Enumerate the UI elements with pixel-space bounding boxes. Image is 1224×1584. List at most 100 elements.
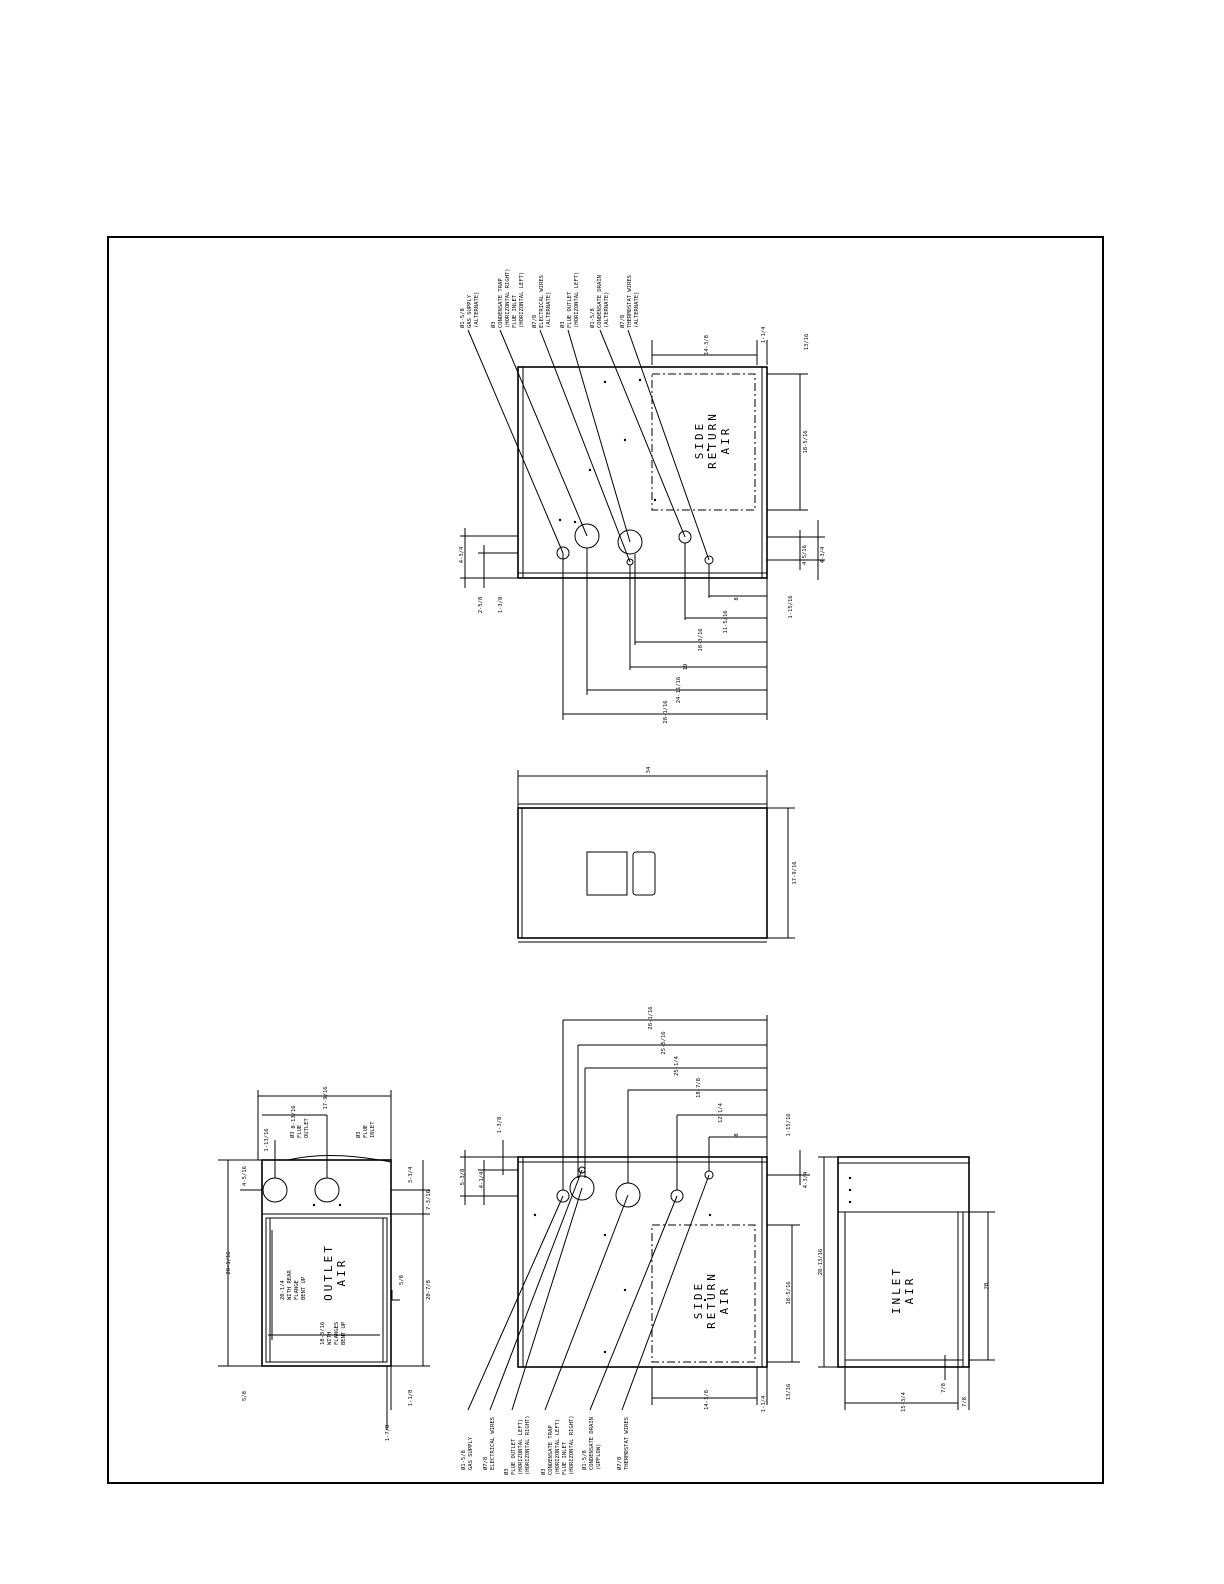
callout-line: (UPFLOW) [596,1444,602,1471]
access-panel [586,851,628,896]
outlet-view: OUTLET AIR Ø3 FLUE OUTLET Ø3 FLUE INLET … [218,1086,432,1441]
dim-label: 1-1/4 [761,1395,767,1412]
callout-line: FLUE OUTLET [511,1438,517,1475]
callout-line: Ø7/8 [531,315,538,328]
dim-label: 8 [734,597,740,600]
dim-label: 1-1/8 [408,1390,414,1407]
dim-label: 4-3/4 [803,1171,809,1188]
flue-outlet-hole [569,1175,595,1201]
dim-label: 18-5/16 [803,430,809,453]
dim-label: 1-3/8 [498,597,504,614]
dim-label: 4-3/4 [820,546,826,563]
callout-line: (HORIZONTAL LEFT) [574,272,580,328]
dim-label: 7/8 [962,1397,968,1407]
dim-label: 2-5/8 [478,597,484,614]
callout-line: CONDENSATE DRAIN [589,1417,595,1470]
dim-label: 28-1/16 [663,700,669,723]
dim-label: 20 [984,1283,990,1290]
top-side-view: SIDE RETURN AIR Ø1-5/8 GAS SUPPLY (ALTER… [459,268,826,723]
panel-label-line3: AIR [719,426,732,455]
dim-label: 5-3/8 [460,1169,466,1186]
callout-line: Ø3 [540,1468,547,1475]
dim-label: 4-3/4 [459,546,465,563]
dim-label: 15-3/4 [901,1391,907,1412]
callout-line: FLUE [363,1125,369,1138]
middle-view: 34 17-9/16 [517,766,798,943]
callout-line: Ø7/8 [619,315,626,328]
dim-label: 7-3/16 [426,1190,432,1210]
dim-height: 17-9/16 [792,861,798,884]
callout-line: (ALTERNATE) [546,292,552,328]
dim-label: 18-7/8 [696,1078,702,1098]
dim-label: 17-9/16 [323,1086,329,1109]
dim-label: 28-1/16 [648,1006,654,1029]
callout-line: THERMOSTAT WIRES [627,275,633,328]
callout-line: Ø1-5/8 [581,1450,588,1470]
callout-line: (ALTERNATE) [634,292,640,328]
note-line: 20-1/4 [280,1279,286,1300]
note-line: FLANGES [334,1322,340,1345]
callout-line: (HORIZONTAL LEFT) [519,272,525,328]
dim-label: 4-1/4 [479,1171,485,1188]
callout-line: Ø3 [559,321,566,328]
callout-line: (HORIZONTAL RIGHT) [525,1415,531,1475]
dim-label: 3-3/4 [408,1166,414,1183]
callout-line: Ø3 [490,321,497,328]
callout-line: FLUE INLET [512,294,518,328]
callout-line: Ø1-5/8 [459,308,466,328]
dim-label: 1-13/16 [264,1128,270,1151]
callout-line: ELECTRICAL WIRES [539,275,545,328]
note-line: FLANGE [294,1280,300,1300]
dim-label: 18-5/16 [786,1281,792,1304]
note-line: BENT UP [341,1321,347,1345]
sight-glass [632,851,656,896]
callout-line: Ø1-5/8 [460,1450,467,1470]
dim-label: 18-3/16 [698,628,704,651]
callout-line: Ø3 [503,1468,510,1475]
flue-inlet-hole [314,1177,340,1203]
bottom-side-view: SIDE RETURN AIR Ø1-5/8 GAS SUPPLY Ø7/8 E… [460,1006,810,1475]
callout-line: (HORIZONTAL RIGHT) [505,268,511,328]
callout-line: INLET [370,1121,376,1138]
callout-line: (ALTERNATE) [604,292,610,328]
flue-outlet-hole [617,529,643,555]
callout-line: FLUE OUTLET [567,291,573,328]
panel-label-line2: AIR [335,1258,348,1287]
dim-label: 28-1/16 [226,1251,232,1274]
dim-label: 1-7/8 [385,1425,391,1442]
dim-label: 25-1/4 [674,1055,680,1076]
dim-label: 1-15/16 [786,1113,792,1136]
dim-label: 1-1/4 [761,326,767,343]
callout-line: GAS SUPPLY [468,1436,474,1470]
callout-line: (ALTERNATE) [474,292,480,328]
dim-label: 12-1/4 [718,1102,724,1123]
callout-line: Ø3 [289,1131,296,1138]
dim-label: 25-5/16 [661,1031,667,1054]
panel-label-line2: RETURN [705,1271,718,1329]
dim-label: 4-5/16 [242,1166,248,1186]
dim-label: 11-5/16 [723,610,729,633]
panel-label-line1: SIDE [693,421,706,460]
dim-label: 8-13/16 [291,1105,297,1128]
dim-width: 34 [646,766,652,773]
panel-label-line2: RETURN [706,411,719,469]
side-return-air-panel [651,1224,756,1363]
callout-line: CONDENSATE TRAP [548,1425,554,1475]
dim-label: 24-11/16 [676,677,682,704]
callout-line: Ø7/8 [482,1457,489,1470]
callout-line: Ø3 [355,1131,362,1138]
dim-label: 4-5/16 [802,545,808,565]
callout-line: (HORIZONTAL LEFT) [555,1419,561,1475]
callout-line: THERMOSTAT WIRES [624,1417,630,1470]
callout-line: CONDENSATE TRAP [498,278,504,328]
panel-label-line3: AIR [718,1286,731,1315]
callout-line: Ø1-5/8 [589,308,596,328]
note-line: 18-3/16 [320,1322,326,1345]
callout-line: Ø7/8 [616,1457,623,1470]
flue-outlet-hole [262,1177,288,1203]
callout-line: (HORIZONTAL RIGHT) [569,1415,575,1475]
dim-label: 28-13/16 [818,1249,824,1276]
panel-label-line1: INLET [890,1266,903,1314]
dim-label: 13/16 [804,334,810,351]
